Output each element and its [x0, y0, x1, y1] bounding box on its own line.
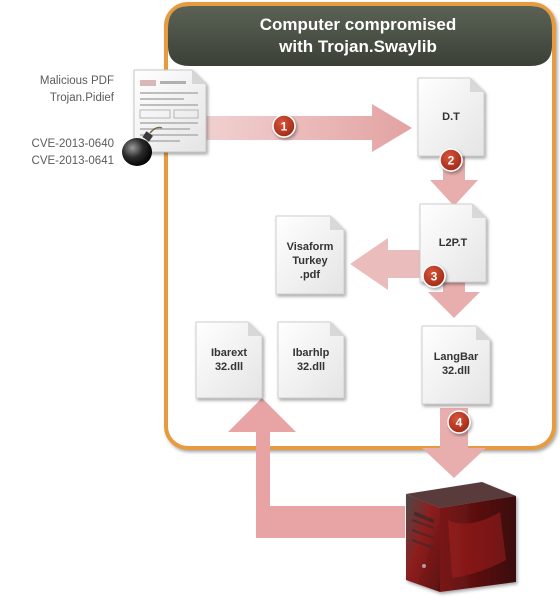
- title-banner: [168, 6, 552, 66]
- source-cve-2: CVE-2013-0641: [31, 155, 114, 167]
- file-visaform-label-3: .pdf: [300, 269, 320, 281]
- arrow-langbar-to-server: [422, 408, 486, 478]
- arrow-server-to-dlls-path: [228, 398, 405, 538]
- file-langbar: [421, 325, 491, 405]
- title-line-2: with Trojan.Swaylib: [278, 37, 437, 56]
- step-badge-4-text: 4: [456, 416, 463, 430]
- arrow-l2pt-to-visaform: [350, 238, 422, 290]
- file-visaform-label-1: Visaform: [287, 241, 334, 253]
- file-ibarhlp-label-1: Ibarhlp: [293, 347, 330, 359]
- arrow-pdf-to-dt: [180, 104, 412, 152]
- file-ibarhlp: [277, 321, 345, 399]
- file-visaform-label-2: Turkey: [292, 255, 328, 267]
- server-icon: [406, 482, 516, 592]
- file-dt-label: D.T: [442, 111, 460, 123]
- step-badge-2-text: 2: [448, 154, 455, 168]
- file-l2pt: [419, 203, 487, 283]
- file-ibarext-label-1: Ibarext: [211, 347, 247, 359]
- step-badge-3-text: 3: [431, 270, 438, 284]
- title-line-1: Computer compromised: [260, 15, 456, 34]
- malicious-pdf-document: [133, 69, 207, 153]
- bomb-icon: [122, 126, 163, 166]
- source-pdf-name: Malicious PDF: [39, 75, 114, 87]
- arrow-l2pt-to-langbar: [428, 282, 480, 318]
- step-badge-1-text: 1: [281, 120, 288, 134]
- source-cve-1: CVE-2013-0640: [31, 138, 114, 150]
- file-langbar-label-2: 32.dll: [442, 365, 470, 377]
- step-badge-3: 3: [422, 264, 446, 288]
- file-ibarext: [195, 321, 263, 399]
- document-icon: [139, 80, 199, 142]
- source-detection-name: Trojan.Pidief: [49, 92, 114, 104]
- arrow-dt-to-l2pt: [430, 156, 478, 206]
- file-visaform: [275, 215, 345, 295]
- file-langbar-label-1: LangBar: [434, 351, 479, 363]
- file-ibarext-label-2: 32.dll: [215, 361, 243, 373]
- step-badge-1: 1: [272, 114, 296, 138]
- step-badge-2: 2: [439, 148, 463, 172]
- file-dt: [417, 77, 485, 157]
- file-l2pt-label: L2P.T: [439, 237, 468, 249]
- step-badge-4: 4: [447, 410, 471, 434]
- file-ibarhlp-label-2: 32.dll: [297, 361, 325, 373]
